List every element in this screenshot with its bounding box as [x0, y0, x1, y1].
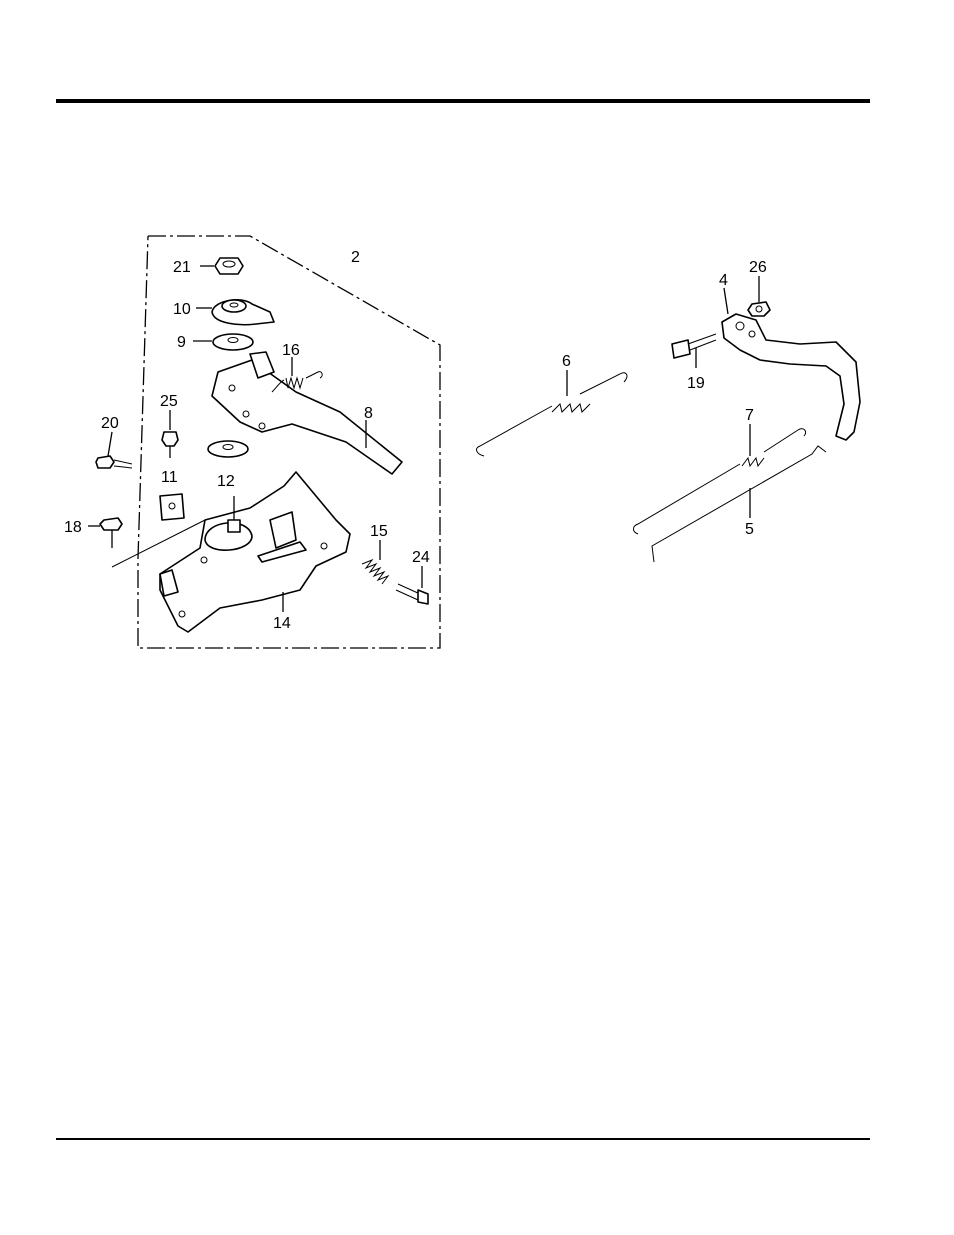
callout-10: 10: [173, 301, 191, 318]
callout-14: 14: [273, 615, 291, 632]
callout-24: 24: [412, 549, 430, 566]
callout-5: 5: [745, 521, 754, 538]
compression-spring-part: [362, 540, 388, 584]
rod-with-spring-part-6: [477, 370, 627, 456]
washer-part-lower: [208, 441, 248, 457]
bolt-part-20: [96, 432, 132, 468]
callout-21: 21: [173, 259, 191, 276]
callout-18: 18: [64, 519, 82, 536]
callout-19: 19: [687, 375, 705, 392]
callout-4: 4: [719, 272, 728, 289]
clip-nut-part: [160, 494, 184, 520]
throttle-arm-part: [722, 288, 860, 440]
bolt-part-24: [396, 566, 428, 604]
callout-15: 15: [370, 523, 388, 540]
bolt-part-19: [672, 334, 716, 368]
callout-12: 12: [217, 473, 235, 490]
rod-part-5: [652, 446, 826, 562]
callout-26: 26: [749, 259, 767, 276]
callout-25: 25: [160, 393, 178, 410]
callout-11: 11: [161, 469, 178, 486]
rod-with-spring-part-7: [634, 424, 806, 534]
washer-part: [193, 334, 253, 350]
nut-part-26: [748, 276, 770, 316]
callout-16: 16: [282, 342, 300, 359]
nut-part: [200, 258, 243, 274]
callout-8: 8: [364, 405, 373, 422]
callout-7: 7: [745, 407, 754, 424]
callout-6: 6: [562, 353, 571, 370]
friction-plate-part: [196, 300, 274, 325]
callout-9: 9: [177, 334, 186, 351]
base-plate-part: [160, 472, 350, 632]
bolt-part-25: [162, 410, 178, 458]
callout-20: 20: [101, 415, 119, 432]
callout-2: 2: [351, 249, 360, 266]
bolt-part-18: [88, 518, 122, 548]
